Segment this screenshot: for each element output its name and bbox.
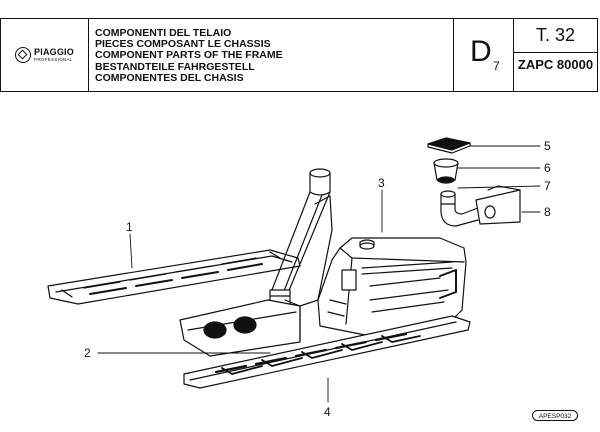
title-es: COMPONENTES DEL CHASIS bbox=[95, 71, 244, 84]
part-5-cap bbox=[427, 137, 471, 154]
part-4-footboard bbox=[183, 315, 471, 389]
part-2-tube bbox=[179, 168, 333, 357]
title-block: PIAGGIO PROFESSIONAL COMPONENTI DEL TELA… bbox=[0, 18, 598, 92]
title-list: COMPONENTI DEL TELAIO PIECES COMPOSANT L… bbox=[89, 19, 454, 91]
leader-lines bbox=[97, 145, 541, 403]
piaggio-logo-icon bbox=[15, 47, 32, 63]
part-3-tank bbox=[317, 237, 467, 337]
part-1-footboard bbox=[47, 249, 301, 305]
brand-name: PIAGGIO bbox=[34, 46, 74, 57]
drawing-code-badge: APESP032 bbox=[532, 410, 578, 421]
callout-5: 5 bbox=[544, 139, 551, 153]
callout-7: 7 bbox=[544, 179, 551, 193]
callout-1: 1 bbox=[126, 220, 133, 234]
section-cell: D 7 bbox=[454, 19, 514, 91]
table-number: T. 32 bbox=[514, 19, 597, 53]
reference-cell: T. 32 ZAPC 80000 bbox=[514, 19, 597, 91]
callout-8: 8 bbox=[544, 205, 551, 219]
callout-2: 2 bbox=[84, 346, 91, 360]
title-en: COMPONENT PARTS OF THE FRAME bbox=[95, 49, 283, 62]
callout-4: 4 bbox=[324, 405, 331, 419]
part-6-filler bbox=[433, 158, 459, 184]
part-8-bracket bbox=[475, 185, 521, 225]
piaggio-logo: PIAGGIO PROFESSIONAL bbox=[15, 47, 74, 63]
title-de: BESTANDTEILE FAHRGESTELL bbox=[95, 60, 255, 73]
section-subscript: 7 bbox=[493, 59, 500, 73]
callout-3: 3 bbox=[378, 176, 385, 190]
part-7-hose bbox=[440, 190, 479, 227]
model-code: ZAPC 80000 bbox=[517, 57, 594, 72]
callout-6: 6 bbox=[544, 161, 551, 175]
title-fr: PIECES COMPOSANT LE CHASSIS bbox=[95, 38, 271, 51]
brand-subtitle: PROFESSIONAL bbox=[34, 56, 73, 62]
title-it: COMPONENTI DEL TELAIO bbox=[95, 27, 232, 39]
logo-cell: PIAGGIO PROFESSIONAL bbox=[1, 19, 89, 91]
section-letter: D bbox=[470, 35, 492, 68]
